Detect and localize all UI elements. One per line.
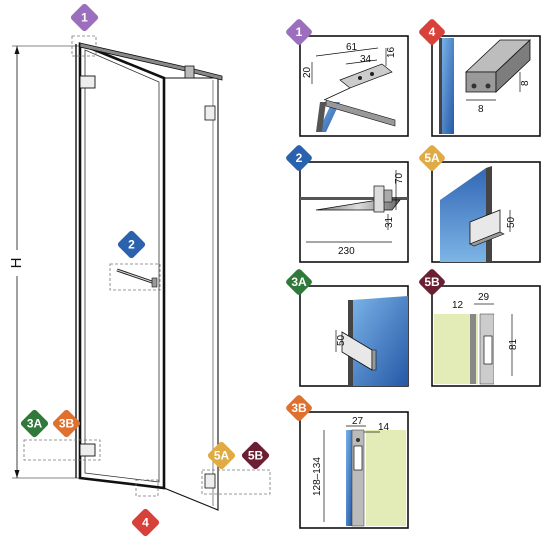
top-hinge: [79, 75, 96, 89]
detail-2-dim-31: 31: [384, 216, 395, 228]
door-handle: [116, 268, 158, 288]
overview-badge-3b: 3B: [52, 409, 81, 438]
detail-5a-dim-50: 50: [506, 216, 517, 228]
svg-text:5B: 5B: [248, 449, 264, 463]
detail-5b-dim-81: 81: [508, 338, 519, 350]
svg-text:3B: 3B: [59, 417, 75, 431]
svg-text:3A: 3A: [27, 417, 43, 431]
detail-badge-1: 1: [286, 19, 312, 45]
detail-badge-2: 2: [286, 145, 312, 171]
detail-3b-dim-128-134: 128–134: [312, 457, 323, 496]
detail-2-panel: 70 230 31 2: [286, 145, 409, 263]
detail-badge-5a: 5A: [419, 145, 445, 171]
detail-1-panel: 61 34 16 20 1: [286, 19, 409, 137]
detail-4-dim-width: 8: [478, 104, 484, 115]
svg-text:2: 2: [296, 151, 303, 165]
height-label: H: [8, 258, 25, 269]
detail-badge-3b: 3B: [286, 395, 312, 421]
svg-text:3B: 3B: [291, 401, 307, 415]
overview-badge-1: 1: [70, 3, 99, 32]
detail-box-4: [135, 479, 159, 497]
door-panel-outline: [78, 42, 166, 490]
detail-5b-dim-29: 29: [478, 292, 490, 303]
svg-text:4: 4: [142, 516, 149, 530]
detail-3a-panel: 50 3A: [286, 269, 409, 387]
svg-text:5A: 5A: [214, 449, 230, 463]
detail-box-1: [71, 35, 97, 57]
detail-5b-panel: 12 29 81 5B: [419, 269, 541, 387]
detail-1-dim-20: 20: [302, 66, 313, 78]
svg-text:1: 1: [81, 11, 88, 25]
detail-3b-panel: 27 14 128–134 3B: [286, 395, 409, 529]
detail-box-2: [109, 263, 161, 291]
overview-badge-5a: 5A: [207, 441, 236, 470]
detail-1-dim-16: 16: [386, 46, 397, 58]
overview-badge-4: 4: [131, 508, 160, 537]
detail-4-dim-height: 8: [520, 80, 531, 86]
detail-box-3: [23, 439, 101, 461]
fixed-side-panel: [163, 77, 219, 511]
detail-badge-5b: 5B: [419, 269, 445, 295]
detail-3a-dim-50: 50: [336, 334, 347, 346]
svg-text:3A: 3A: [291, 275, 307, 289]
overview-badge-5b: 5B: [241, 441, 270, 470]
detail-5b-dim-12: 12: [452, 300, 464, 311]
detail-2-dim-70: 70: [394, 172, 405, 184]
svg-text:2: 2: [128, 238, 135, 252]
bottom-hinge: [79, 443, 96, 457]
detail-badge-3a: 3A: [286, 269, 312, 295]
overview-door-drawing: H 1: [8, 3, 271, 537]
detail-5a-panel: 50 5A: [419, 145, 541, 263]
detail-3b-dim-14: 14: [378, 422, 390, 433]
svg-text:5B: 5B: [424, 275, 440, 289]
svg-text:5A: 5A: [424, 151, 440, 165]
overview-badge-3a: 3A: [20, 409, 49, 438]
detail-box-5: [201, 469, 271, 495]
detail-badge-4: 4: [419, 19, 445, 45]
detail-3b-dim-27: 27: [352, 416, 364, 427]
detail-1-dim-61: 61: [346, 42, 358, 53]
detail-4-panel: 8 8 4: [419, 19, 541, 137]
detail-2-dim-230: 230: [338, 246, 355, 257]
detail-1-dim-34: 34: [360, 54, 372, 65]
svg-text:4: 4: [429, 25, 436, 39]
overview-badge-2: 2: [117, 230, 146, 259]
svg-text:1: 1: [296, 25, 303, 39]
